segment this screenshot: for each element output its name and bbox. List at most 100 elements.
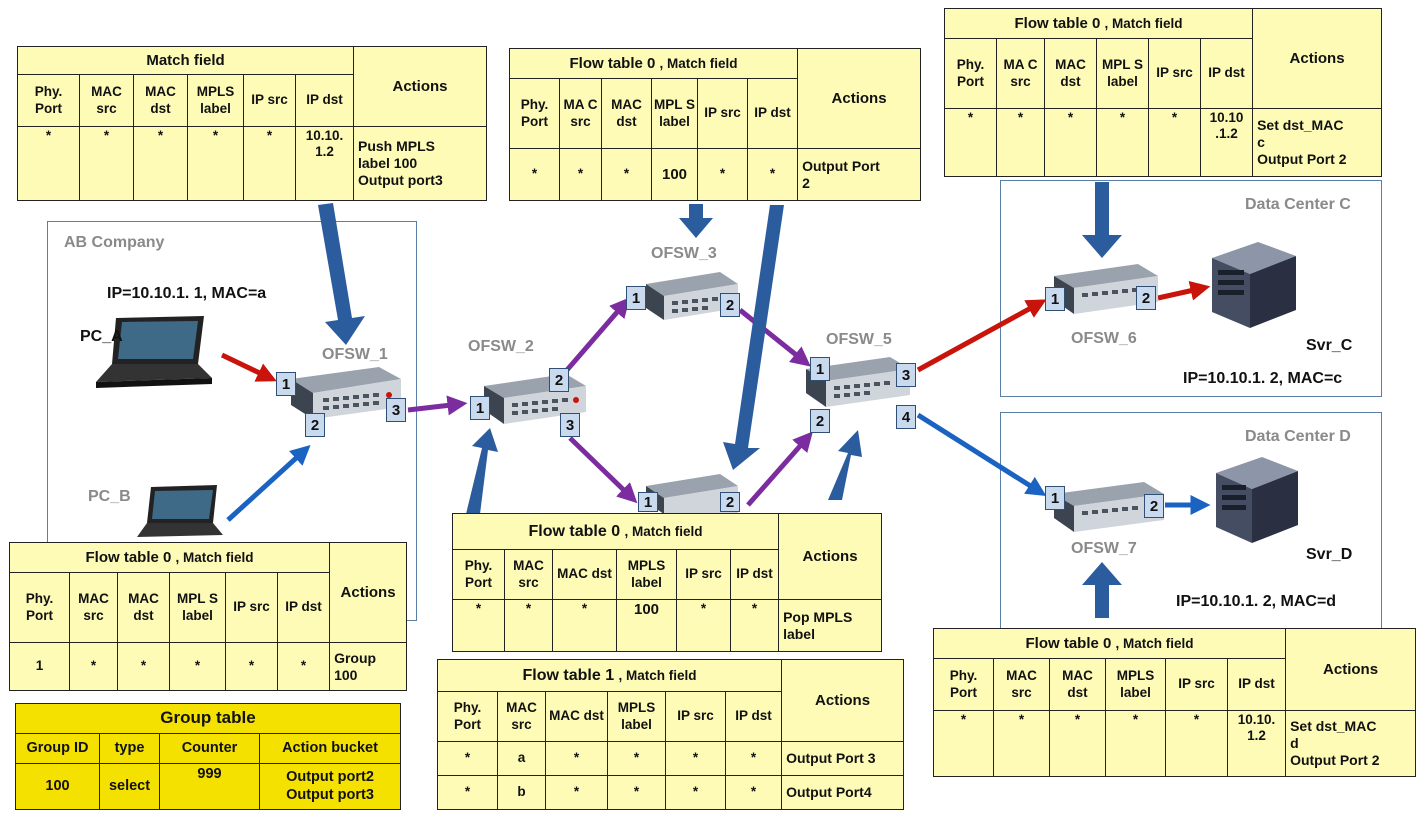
t6-title-main: Flow table 1: [522, 666, 615, 684]
group-cell-id: 100: [15, 763, 100, 810]
t3-cell: *: [1096, 108, 1149, 177]
t5-cell: *: [676, 599, 731, 652]
t6-cell: *: [545, 741, 608, 776]
t4-cell: *: [276, 642, 331, 691]
t1-cell: *: [187, 126, 244, 201]
t6-action: Output Port 3: [781, 741, 904, 776]
t7-title-main: Flow table 0: [1025, 634, 1112, 652]
t2-col-macsrc: MA C src: [559, 78, 602, 149]
t7-col-macdst: MAC dst: [1049, 658, 1106, 711]
t3-title: Flow table 0 , Match field: [943, 8, 1254, 39]
t3-cell: *: [1044, 108, 1097, 177]
pc-a-laptop-icon: [96, 316, 212, 388]
t3-cell: *: [996, 108, 1045, 177]
t1-col-ipsrc: IP src: [243, 74, 296, 127]
t2-cell: *: [746, 148, 799, 201]
arrow-ofsw4-ofsw5: [746, 431, 813, 507]
t1-action-line: Push MPLS: [358, 138, 436, 155]
t3-col-macdst: MAC dst: [1044, 38, 1097, 109]
t1-col-mpls: MPLS label: [187, 74, 244, 127]
pc-a-name: PC_A: [80, 328, 123, 345]
pointer-t7: [1082, 562, 1122, 618]
ofsw4-port1: 1: [638, 492, 658, 512]
arrow-ofsw1-ofsw2: [407, 395, 468, 416]
table-pointer-arrows: [318, 182, 1122, 618]
t7-action-line: d: [1290, 735, 1299, 752]
t1-col-phy: Phy. Port: [17, 74, 80, 127]
t4-cell: 1: [9, 642, 70, 691]
t1-actions-header: Actions: [353, 46, 487, 127]
t4-title-main: Flow table 0: [85, 548, 172, 566]
ofsw3-label: OFSW_3: [651, 245, 717, 262]
t3-col-mpls: MPL S label: [1096, 38, 1149, 109]
arrow-ofsw3-ofsw5: [738, 308, 811, 367]
ofsw2-port1: 1: [470, 396, 490, 420]
svr-d-server-icon: [1216, 457, 1298, 543]
group-col-counter: Counter: [159, 733, 260, 764]
group-table: Group table Group ID type Counter Action…: [15, 703, 401, 810]
svr-c-info: IP=10.10.1. 2, MAC=c: [1183, 370, 1343, 387]
t1-cell: *: [243, 126, 296, 201]
t2-cell: *: [559, 148, 602, 201]
t2-title-main: Flow table 0: [569, 54, 656, 72]
t7-cell: *: [1165, 710, 1228, 777]
t2-col-ipsrc: IP src: [697, 78, 748, 149]
t7-col-phy: Phy. Port: [933, 658, 994, 711]
bucket-line: Output port3: [286, 786, 374, 803]
arrow-ofsw2-ofsw4: [568, 436, 638, 504]
ofsw7-switch-icon: [1054, 482, 1164, 532]
t7-actions-header: Actions: [1285, 628, 1416, 711]
pointer-t2: [679, 204, 713, 238]
t6-title: Flow table 1 , Match field: [436, 659, 783, 692]
ab-company-label: AB Company: [64, 234, 165, 251]
t7-cell: *: [1105, 710, 1166, 777]
pointer-t1: [318, 203, 365, 345]
svr-c-server-icon: [1212, 242, 1296, 328]
pc-b-laptop-icon: [137, 485, 223, 537]
group-cell-type: select: [99, 763, 160, 810]
ofsw1-port2: 2: [305, 413, 325, 437]
ofsw5-port2: 2: [810, 409, 830, 433]
ofsw2-port3: 3: [560, 413, 580, 437]
t4-actions-header: Actions: [329, 542, 407, 643]
t6-cell: *: [724, 741, 783, 776]
t5-cell: *: [452, 599, 505, 652]
pc-b-name: PC_B: [88, 488, 131, 505]
t2-action-line: Output Port: [802, 157, 880, 174]
t5-col-mpls: MPLS label: [616, 549, 677, 600]
t3-col-macsrc: MA C src: [996, 38, 1045, 109]
t5-action-line: label: [783, 625, 815, 642]
ofsw5-port4: 4: [896, 405, 916, 429]
t5-action-line: Pop MPLS: [783, 608, 853, 625]
ofsw2-label: OFSW_2: [468, 338, 534, 355]
ofsw1-port1: 1: [276, 372, 296, 396]
t1-action-line: label 100: [358, 155, 418, 172]
ofsw1-switch-icon: [291, 367, 401, 419]
ofsw3-port1: 1: [626, 286, 646, 310]
t5-title-main: Flow table 0: [528, 522, 621, 540]
t7-cell: *: [933, 710, 994, 777]
t2-col-phy: Phy. Port: [509, 78, 560, 149]
t2-cell: 100: [651, 148, 698, 201]
t2-actions-header: Actions: [797, 48, 921, 149]
t6-col-macsrc: MAC src: [497, 691, 546, 742]
t1-cell: 10.10. 1.2: [295, 126, 354, 201]
t4-cell: *: [169, 642, 226, 691]
pointer-t5a: [466, 428, 498, 514]
data-center-c-label: Data Center C: [1245, 196, 1351, 213]
t7-cell: *: [1049, 710, 1106, 777]
data-center-c-box: [1000, 180, 1382, 397]
t4-cell: *: [69, 642, 118, 691]
t7-action-line: Output Port 2: [1290, 751, 1380, 768]
t4-col-ipdst: IP dst: [276, 572, 331, 643]
t5-col-macdst: MAC dst: [552, 549, 617, 600]
